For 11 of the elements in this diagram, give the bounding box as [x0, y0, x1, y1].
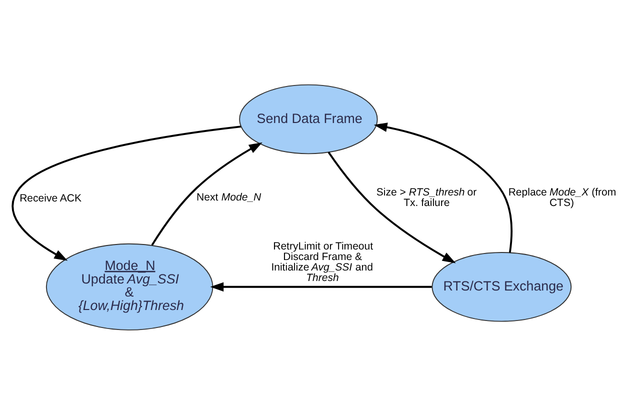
edge-label: Size > RTS_thresh or Tx. failure: [376, 186, 477, 209]
edge-label: Receive ACK: [20, 192, 82, 204]
node-ellipse: Mode_N Update Avg_SSI & {Low,High}Thresh: [46, 242, 214, 330]
edge-label: RetryLimit or Timeout Discard Frame & Initialize Avg_SSI and Thresh: [271, 240, 374, 284]
arrow: [328, 151, 456, 263]
arrow: [374, 122, 512, 252]
arrow: [12, 125, 242, 260]
edge-label: Replace Mode_X (from CTS): [508, 186, 616, 209]
arrow: [151, 142, 262, 246]
arrow: [210, 282, 432, 292]
edge-label: Next Mode_N: [196, 190, 262, 203]
